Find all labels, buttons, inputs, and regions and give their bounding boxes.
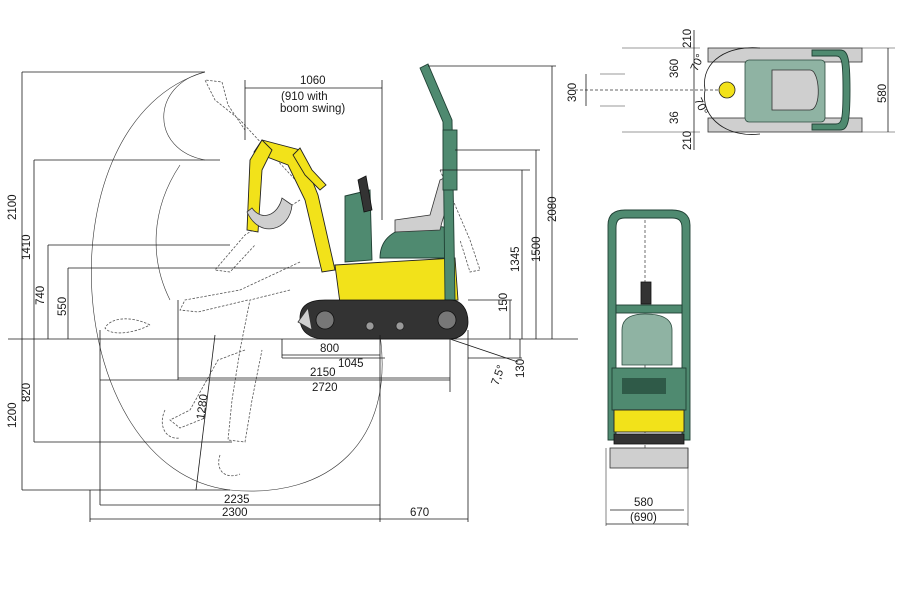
dim-550: 550	[57, 297, 69, 316]
dim-670: 670	[410, 507, 429, 519]
dim-1200: 1200	[7, 402, 19, 428]
front-yellow-panel	[613, 409, 685, 433]
bucket	[246, 197, 293, 230]
track	[299, 299, 469, 340]
dim-2080: 2080	[547, 196, 559, 222]
dim-1410: 1410	[21, 234, 33, 260]
dim-150: 150	[498, 293, 510, 312]
top-boom-pivot	[718, 81, 736, 99]
top-dim-580: 580	[877, 84, 889, 103]
front-view: 580 (690)	[605, 209, 691, 526]
dim-800: 800	[320, 343, 339, 355]
dim-angle: 7,5°	[490, 364, 508, 387]
undercarriage	[297, 299, 469, 340]
rops-post	[442, 129, 458, 191]
dim-1345: 1345	[510, 246, 522, 272]
excavator-boom-arm	[246, 139, 336, 273]
front-tracks	[609, 447, 689, 469]
dim-740: 740	[35, 286, 47, 305]
dim-910-note-1: (910 with	[281, 91, 328, 103]
upper-frame	[334, 257, 459, 304]
boom-cylinder	[292, 147, 327, 191]
dim-2300: 2300	[222, 507, 248, 519]
max-height-arc	[163, 71, 206, 161]
top-dim-210a: 210	[682, 29, 694, 48]
front-counterweight	[613, 433, 685, 445]
dim-2720: 2720	[312, 382, 338, 394]
dim-910-note-2: boom swing)	[280, 103, 345, 115]
control-lever	[357, 175, 373, 213]
dim-1500: 1500	[531, 236, 543, 262]
dozer-blade	[297, 306, 313, 331]
dim-1280: 1280	[195, 393, 210, 420]
top-dim-36: 36	[669, 111, 681, 124]
front-grille	[622, 378, 666, 394]
dim-2150: 2150	[310, 367, 336, 379]
side-view: 1060 (910 with boom swing) 2100 1410 740…	[7, 63, 578, 522]
dim-1045: 1045	[338, 358, 364, 370]
excavator-body	[334, 63, 459, 304]
dim-2235: 2235	[224, 494, 250, 506]
front-dim-690: (690)	[630, 512, 657, 524]
front-rops-bar	[615, 304, 683, 314]
top-view: 300 210 360 70° 70° 36 210 580	[567, 29, 895, 150]
top-dim-70a: 70°	[689, 52, 707, 73]
front-dim-580: 580	[634, 497, 653, 509]
ghost-positions	[104, 79, 481, 477]
top-rops	[811, 49, 851, 131]
dim-820: 820	[21, 383, 33, 402]
dim-130: 130	[515, 359, 527, 378]
dim-2100: 2100	[7, 194, 19, 220]
dim-1060: 1060	[300, 75, 326, 87]
inner-arc	[155, 164, 181, 301]
top-dim-360: 360	[669, 59, 681, 78]
front-exhaust	[640, 281, 652, 305]
top-dim-210b: 210	[682, 131, 694, 150]
front-seat	[621, 313, 673, 366]
top-dim-300: 300	[567, 83, 579, 102]
top-seat	[771, 69, 819, 111]
rops-bar	[419, 63, 456, 301]
